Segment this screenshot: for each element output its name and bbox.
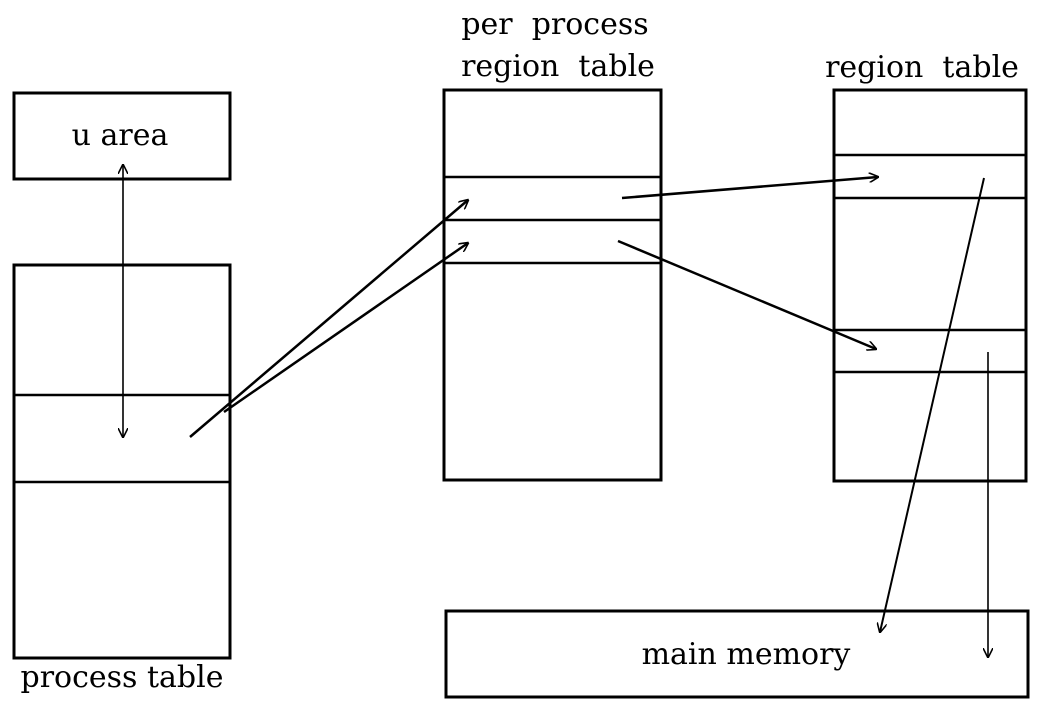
main-memory-box	[444, 609, 1030, 699]
region-to-memory-arrow-1	[880, 177, 985, 632]
process-table-box	[12, 263, 232, 660]
region-table-box	[832, 88, 1028, 483]
per-process-region-table-box	[442, 88, 663, 482]
process-table-label: process table	[21, 660, 224, 695]
u-area-label: u area	[72, 118, 169, 153]
main-memory-label: main memory	[642, 637, 851, 672]
region-table-label: region table	[825, 50, 1019, 85]
per-process-region-table-label-line1: per process	[461, 7, 648, 42]
pprt-to-region-arrow-2	[617, 239, 876, 349]
pprt-to-region-arrow-1	[621, 177, 878, 200]
per-process-region-table-label-line2: region table	[461, 49, 655, 84]
process-to-pprt-arrow-2	[223, 243, 468, 414]
process-to-pprt-arrow-1	[189, 200, 468, 438]
